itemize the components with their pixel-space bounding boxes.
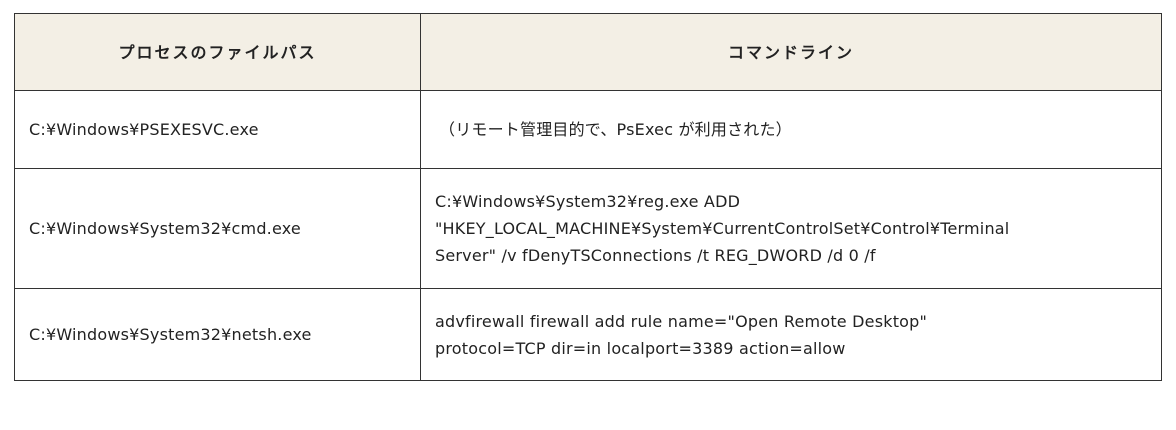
command-line-text: （リモート管理目的で、PsExec が利用された） — [439, 120, 792, 139]
command-line-text: protocol=TCP dir=in localport=3389 actio… — [435, 338, 846, 358]
header-process-path: プロセスのファイルパス — [14, 13, 421, 91]
table-header: プロセスのファイルパス コマンドライン — [14, 13, 1162, 91]
command-line-text: C:¥Windows¥System32¥reg.exe ADD — [435, 192, 741, 211]
table-body: C:¥Windows¥PSEXESVC.exe （リモート管理目的で、PsExe… — [14, 90, 1162, 381]
command-line-cell: C:¥Windows¥System32¥reg.exe ADD "HKEY_LO… — [420, 168, 1162, 289]
table-row: C:¥Windows¥System32¥cmd.exe C:¥Windows¥S… — [14, 168, 1162, 289]
command-line-cell: advfirewall firewall add rule name="Open… — [420, 288, 1162, 381]
command-line-cell: （リモート管理目的で、PsExec が利用された） — [420, 90, 1162, 169]
command-line-text: "HKEY_LOCAL_MACHINE¥System¥CurrentContro… — [435, 219, 1010, 238]
command-line-text: Server" /v fDenyTSConnections /t REG_DWO… — [435, 246, 876, 265]
header-row: プロセスのファイルパス コマンドライン — [14, 13, 1162, 91]
process-path-cell: C:¥Windows¥PSEXESVC.exe — [14, 90, 421, 169]
table-row: C:¥Windows¥PSEXESVC.exe （リモート管理目的で、PsExe… — [14, 90, 1162, 169]
table-row: C:¥Windows¥System32¥netsh.exe advfirewal… — [14, 288, 1162, 381]
process-path-cell: C:¥Windows¥System32¥cmd.exe — [14, 168, 421, 289]
header-command-line: コマンドライン — [420, 13, 1162, 91]
process-path-cell: C:¥Windows¥System32¥netsh.exe — [14, 288, 421, 381]
command-line-text: advfirewall firewall add rule name="Open… — [435, 311, 928, 331]
process-command-table: プロセスのファイルパス コマンドライン C:¥Windows¥PSEXESVC.… — [14, 13, 1162, 381]
